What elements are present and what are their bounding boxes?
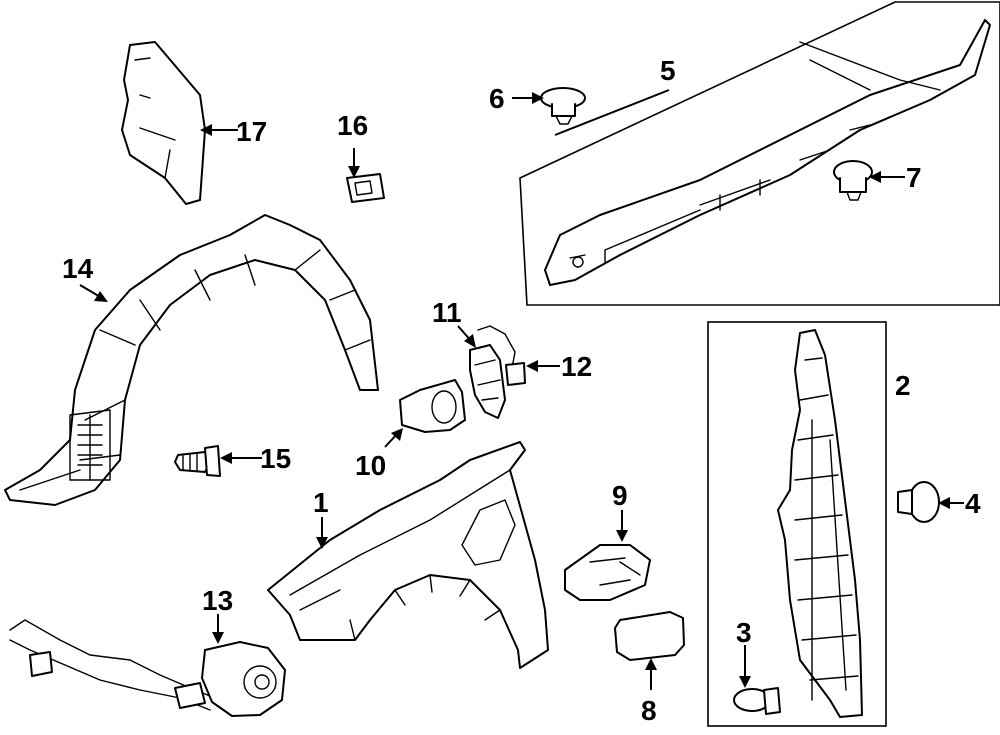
callout-6: 6 — [489, 83, 505, 114]
callout-5: 5 — [660, 55, 676, 86]
callout-14: 14 — [62, 253, 94, 284]
part-2-side-bracket — [777, 329, 863, 718]
callout-3: 3 — [736, 617, 752, 648]
callout-13: 13 — [202, 585, 233, 616]
part-6-push-clip — [540, 87, 586, 125]
callout-16: 16 — [337, 110, 368, 141]
side-bracket-group-frame — [707, 321, 887, 727]
callout-11: 11 — [432, 297, 462, 328]
part-7-clip — [833, 160, 873, 201]
bracket-group-frame — [519, 1, 1000, 306]
part-14-fender-liner — [4, 214, 379, 506]
part-16-clip — [346, 173, 385, 203]
leaders — [79, 89, 964, 690]
part-3-clip — [733, 687, 781, 715]
callout-10: 10 — [355, 450, 386, 481]
part-8-fuel-lid — [614, 611, 685, 661]
part-5-fender-bracket — [544, 19, 991, 286]
part-15-screw — [174, 445, 221, 477]
part-17-splash-shield — [121, 41, 206, 205]
part-1-front-fender — [267, 441, 549, 669]
callout-9: 9 — [612, 480, 628, 511]
callout-8: 8 — [641, 695, 657, 726]
callout-4: 4 — [965, 488, 981, 519]
callout-2: 2 — [895, 370, 911, 401]
part-11-bracket — [469, 344, 506, 419]
part-9-connector — [564, 544, 651, 601]
part-12-sensor — [477, 325, 526, 386]
part-10-bracket — [399, 379, 466, 433]
part-4-clip — [897, 481, 940, 523]
callout-1: 1 — [313, 487, 329, 518]
callout-15: 15 — [260, 443, 291, 474]
callout-12: 12 — [561, 351, 592, 382]
callout-17: 17 — [236, 116, 267, 147]
callout-7: 7 — [906, 162, 922, 193]
part-13-harness — [9, 619, 286, 717]
